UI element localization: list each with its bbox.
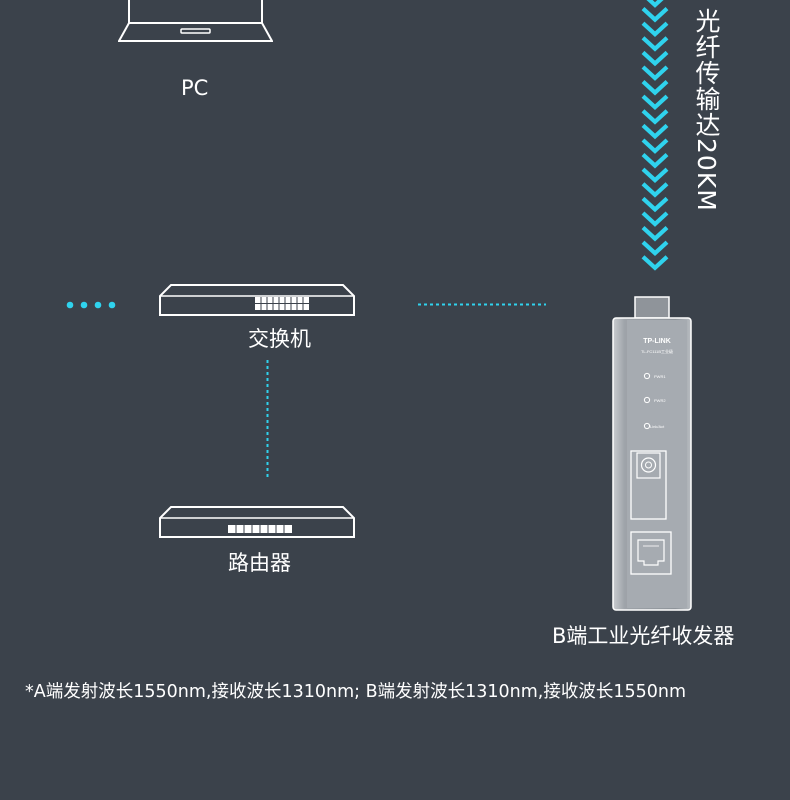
device-brand: TP-LINK: [643, 338, 671, 345]
led-pwr2-label: PWR2: [654, 398, 666, 403]
switch-label: 交换机: [248, 327, 311, 351]
chevron-icon: [641, 153, 669, 169]
connection-dots-left: [66, 301, 118, 309]
led-pwr1-label: PWR1: [654, 374, 666, 379]
fiber-distance-text: 光纤传输达20KM: [692, 8, 721, 212]
chevron-icon: [641, 196, 669, 213]
chevron-icon: [641, 36, 669, 52]
chevron-icon: [641, 21, 669, 38]
chevron-icon: [641, 80, 669, 96]
pc-label: PC: [181, 76, 209, 100]
connection-line-switch-device: [418, 303, 546, 306]
chevron-icon: [641, 94, 669, 111]
chevron-icon: [641, 65, 669, 81]
chevron-icon: [641, 255, 669, 271]
chevron-icon: [641, 167, 669, 184]
wavelength-footnote: *A端发射波长1550nm,接收波长1310nm; B端发射波长1310nm,接…: [25, 682, 687, 702]
chevron-icon: [641, 211, 669, 227]
chevron-icon: [641, 123, 669, 140]
router-icon: [159, 506, 355, 540]
chevron-icon: [646, 0, 664, 8]
router-label: 路由器: [228, 551, 291, 575]
device-label: B端工业光纤收发器: [552, 624, 735, 648]
fiber-transceiver-icon: TP-LINK TL-FC111B工业级 PWR1 PWR2 Link/Act: [610, 296, 694, 614]
chevron-icon: [641, 138, 669, 154]
chevron-icon: [641, 109, 669, 125]
connection-line-switch-router: [266, 360, 269, 478]
network-switch-icon: [159, 284, 355, 318]
chevron-icon: [641, 240, 669, 257]
chevron-icon: [641, 7, 669, 23]
chevron-icon: [641, 50, 669, 67]
chevron-icon: [641, 182, 669, 198]
led-link-label: Link/Act: [650, 424, 665, 429]
device-model: TL-FC111B工业级: [641, 348, 673, 354]
fiber-chevron-stream-icon: [640, 0, 670, 290]
laptop-icon: [118, 0, 273, 45]
chevron-icon: [641, 226, 669, 242]
